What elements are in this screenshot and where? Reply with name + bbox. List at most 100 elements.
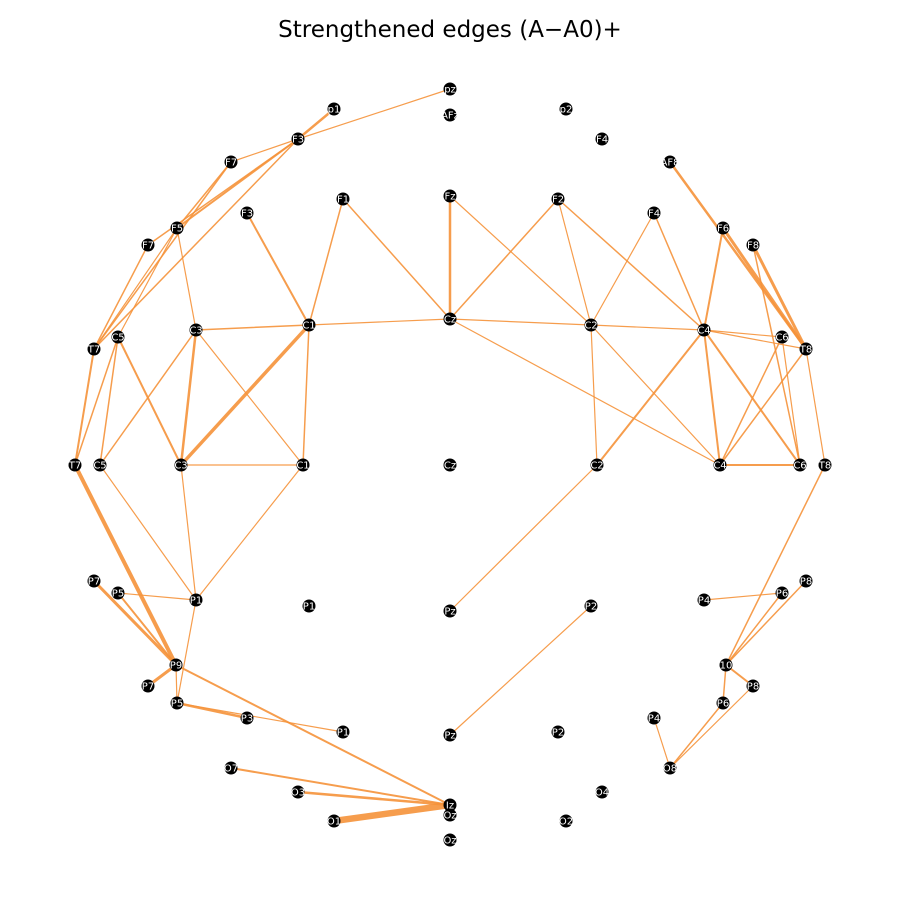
node-PO3: O3 xyxy=(291,785,305,799)
edge-FC5-C3 xyxy=(117,336,182,466)
edge-T7-P9 xyxy=(73,463,178,667)
node-label: T7 xyxy=(87,345,100,356)
node-marker xyxy=(170,221,184,235)
node-label: P5 xyxy=(112,589,124,600)
node-label: F5 xyxy=(171,224,183,235)
edge-CP5-P9 xyxy=(117,592,177,666)
node-label: P9 xyxy=(170,661,182,672)
edge-FC3-C1 xyxy=(195,329,304,466)
node-PO8: O8 xyxy=(663,761,677,775)
node-marker xyxy=(647,711,661,725)
edge-F2-FCz xyxy=(449,198,559,320)
node-label: P4 xyxy=(648,714,660,725)
edge-P8-PO8 xyxy=(669,685,754,769)
node-CP1: P1 xyxy=(189,593,203,607)
edge-FT8-C4 xyxy=(719,348,807,466)
node-C4: C4 xyxy=(713,458,727,472)
edge-TP8-P10 xyxy=(725,580,807,666)
node-label: Iz xyxy=(446,801,454,812)
node-label: P8 xyxy=(747,682,759,693)
edge-FC4-C2 xyxy=(596,329,705,466)
node-label: T8 xyxy=(818,461,831,472)
node-label: Pz xyxy=(444,731,455,742)
node-O1: O1 xyxy=(327,814,341,828)
node-label: p2 xyxy=(560,105,573,116)
node-AF7: F7 xyxy=(224,155,238,169)
node-AFz: AFz xyxy=(441,108,459,122)
node-marker xyxy=(169,658,183,672)
node-Cz: Cz xyxy=(443,458,457,472)
node-marker xyxy=(296,458,310,472)
node-Fz: Fz xyxy=(443,189,457,203)
node-P10: 10 xyxy=(719,658,733,672)
node-marker xyxy=(443,798,457,812)
edge-F1-FCz xyxy=(342,198,451,320)
node-PO7: O7 xyxy=(224,761,238,775)
edge-FC3-C5 xyxy=(99,329,197,466)
edge-C2-CPz xyxy=(449,464,598,612)
node-marker xyxy=(68,458,82,472)
node-label: P7 xyxy=(88,577,100,588)
edge-FC6-C4 xyxy=(719,336,783,466)
edge-F8-FT8 xyxy=(751,243,808,351)
node-P8: P8 xyxy=(746,679,760,693)
node-marker xyxy=(775,586,789,600)
node-CP5: P5 xyxy=(111,586,125,600)
node-FT7: T7 xyxy=(87,342,101,356)
node-marker xyxy=(336,725,350,739)
node-marker xyxy=(595,132,609,146)
node-marker xyxy=(716,221,730,235)
node-marker xyxy=(443,728,457,742)
node-label: C1 xyxy=(296,461,309,472)
edge-FC1-C3 xyxy=(179,323,311,467)
node-label: C3 xyxy=(174,461,187,472)
edge-CP6-P10 xyxy=(725,592,783,666)
node-O2: O2 xyxy=(559,814,573,828)
edge-P9-Iz xyxy=(175,664,451,806)
node-label: p1 xyxy=(328,105,341,116)
edge-FCz-C4 xyxy=(449,318,721,466)
node-label: T8 xyxy=(799,345,812,356)
node-FC3: C3 xyxy=(189,323,203,337)
edge-FC1-C1 xyxy=(302,324,310,466)
edge-FC2-FC4 xyxy=(590,324,705,331)
node-label: F3 xyxy=(292,135,304,146)
node-marker xyxy=(746,238,760,252)
node-marker xyxy=(559,102,573,116)
edge-Fz-FC2 xyxy=(449,195,592,326)
node-label: C6 xyxy=(793,461,806,472)
edge-FC3-C3 xyxy=(179,328,198,467)
node-Fp1: p1 xyxy=(327,102,341,116)
edge-AF3-AF7 xyxy=(230,138,299,163)
edge-FC4-C4 xyxy=(703,329,721,466)
node-F2: F2 xyxy=(551,192,565,206)
node-label: AFz xyxy=(441,111,459,122)
node-label: C5 xyxy=(93,461,106,472)
node-label: P3 xyxy=(241,714,253,725)
node-label: P7 xyxy=(142,682,154,693)
node-label: 10 xyxy=(720,661,733,672)
edge-F5-FT7 xyxy=(93,227,178,350)
node-marker xyxy=(590,458,604,472)
node-P5: P5 xyxy=(170,696,184,710)
node-label: O3 xyxy=(291,788,305,799)
node-marker xyxy=(697,593,711,607)
node-FC2: C2 xyxy=(584,318,598,332)
node-label: Fz xyxy=(444,192,455,203)
edge-TP7-P9 xyxy=(92,579,178,667)
edge-CP4-CP6 xyxy=(703,592,783,601)
node-marker xyxy=(818,458,832,472)
node-label: C1 xyxy=(302,321,315,332)
node-marker xyxy=(595,785,609,799)
node-marker xyxy=(93,458,107,472)
node-label: P4 xyxy=(698,596,710,607)
node-label: Oz xyxy=(443,836,456,847)
node-label: F7 xyxy=(142,241,154,252)
edge-F7-FT7 xyxy=(93,244,149,350)
node-label: F4 xyxy=(596,135,608,146)
node-AF3: F3 xyxy=(291,132,305,146)
node-marker xyxy=(170,696,184,710)
node-marker xyxy=(327,814,341,828)
edge-FC5-C5 xyxy=(99,336,119,466)
